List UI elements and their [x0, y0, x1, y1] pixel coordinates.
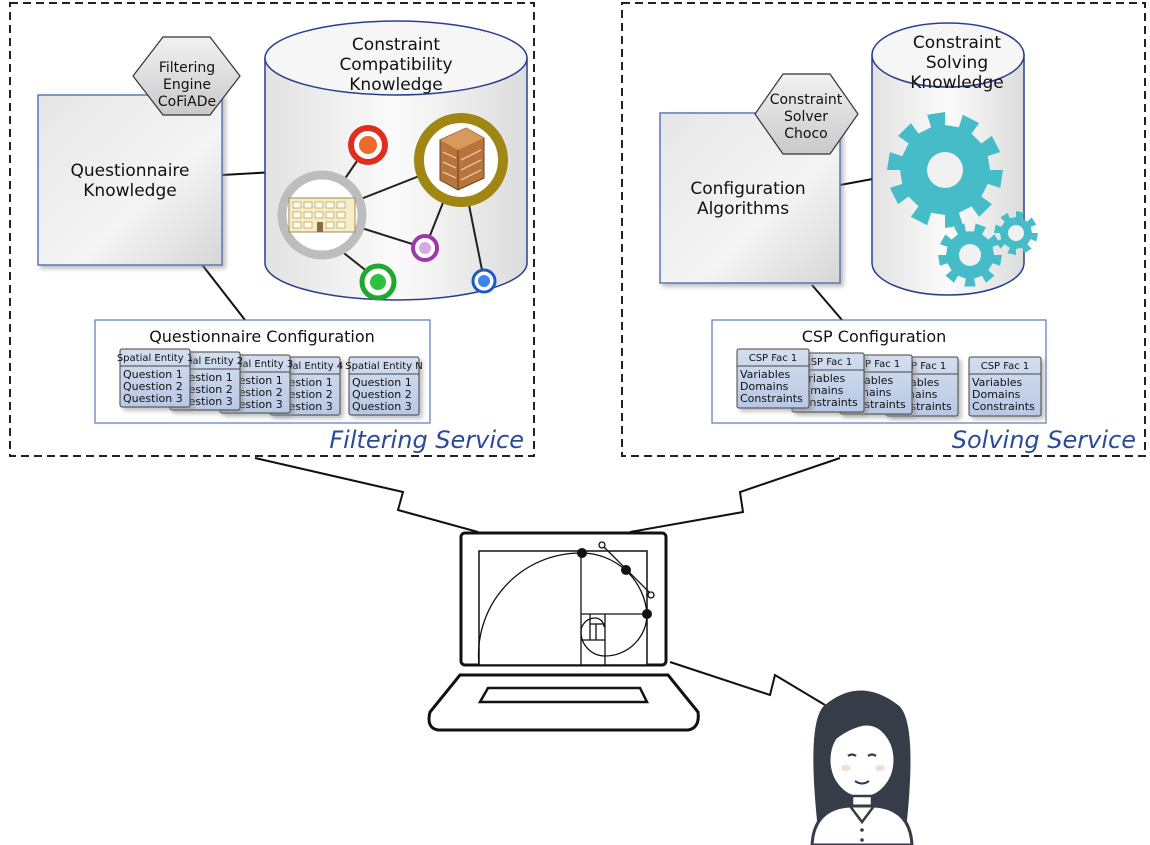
questionnaire-configuration-box: Questionnaire Configuration Spatial Enti… — [94, 319, 431, 424]
bezier-point — [621, 565, 631, 575]
questionnaire-knowledge-line-2: Knowledge — [83, 181, 176, 201]
gears-icon — [887, 112, 1038, 287]
filtering-engine-line-1: Filtering — [159, 60, 215, 76]
building-node-icon — [277, 170, 367, 260]
card-title: Spatial Entity 2 — [167, 356, 243, 367]
connector-line — [811, 284, 843, 321]
solving-service-border — [621, 2, 1146, 457]
solving-db-line-1: Constraint — [913, 33, 1001, 53]
knowledge-graph — [277, 113, 508, 301]
card-line: Question 1 — [123, 368, 183, 381]
card-title: CSP Fac 1 — [749, 353, 798, 364]
filtering-engine-line-2: Engine — [163, 77, 211, 93]
solving-service-panel: Constraint Solving Knowledge Configurati… — [621, 2, 1146, 457]
card-line: Constraints — [972, 400, 1035, 413]
db-label-line-3: Knowledge — [349, 75, 442, 95]
solving-db-line-2: Solving — [926, 53, 988, 73]
configuration-algorithms-line-2: Algorithms — [697, 199, 789, 219]
card-title: Spatial Entity N — [345, 361, 422, 372]
filtering-service-border — [9, 2, 535, 457]
card-line: Question 3 — [352, 400, 412, 413]
user-avatar-icon — [810, 690, 914, 845]
filtering-engine-hexagon: Filtering Engine CoFiADe — [132, 36, 241, 116]
configuration-algorithms-line-1: Configuration — [690, 179, 805, 199]
csp-configuration-box: CSP Configuration CSP Fac 1VariablesDoma… — [711, 319, 1047, 424]
card-line: Question 2 — [352, 388, 412, 401]
bezier-point — [642, 609, 652, 619]
solving-service-label: Solving Service — [952, 426, 1136, 454]
card-title: Spatial Entity 3 — [217, 359, 293, 370]
card-title: Spatial Entity 4 — [267, 361, 343, 372]
db-label-line-1: Constraint — [352, 35, 440, 55]
card-line: Domains — [972, 388, 1021, 401]
card-title: CSP Fac 1 — [852, 359, 901, 370]
card-line: Domains — [740, 380, 789, 393]
solver-line-2: Solver — [784, 109, 828, 125]
laptop-icon — [427, 531, 700, 732]
solver-line-3: Choco — [784, 126, 827, 142]
laptop-screen — [478, 550, 648, 666]
bezier-handle — [598, 541, 606, 549]
connector-line — [199, 261, 246, 321]
card-title: CSP Fac 1 — [981, 361, 1030, 372]
filtering-link-zigzag — [254, 457, 479, 533]
card-line: Variables — [972, 376, 1023, 389]
constraint-compatibility-db: Constraint Compatibility Knowledge — [264, 20, 528, 301]
card-line: Constraints — [795, 396, 858, 409]
questionnaire-knowledge-line-1: Questionnaire — [70, 161, 189, 181]
card-title: CSP Fac 1 — [804, 357, 853, 368]
card-line: Variables — [740, 368, 791, 381]
card-line: Question 2 — [123, 380, 183, 393]
csp-configuration-title: CSP Configuration — [802, 327, 947, 346]
user-link-zigzag — [669, 661, 826, 706]
wall-node-icon — [414, 113, 508, 207]
bezier-handle — [647, 591, 655, 599]
questionnaire-configuration-title: Questionnaire Configuration — [149, 327, 375, 346]
csp-fac-cards: CSP Fac 1VariablesDomainsConstraintsCSP … — [736, 348, 1042, 417]
questionnaire-knowledge-box: Questionnaire Knowledge — [37, 94, 223, 266]
card-title: CSP Fac 1 — [898, 361, 947, 372]
filtering-service-panel: Constraint Compatibility Knowledge — [9, 2, 535, 457]
constraint-solver-hexagon: Constraint Solver Choco — [754, 73, 859, 155]
bezier-point — [577, 548, 587, 558]
laptop-trackpad — [477, 686, 650, 704]
solving-db-line-3: Knowledge — [910, 73, 1003, 93]
card-line: Question 3 — [123, 392, 183, 405]
solver-line-1: Constraint — [770, 92, 843, 108]
card-line: Constraints — [740, 392, 803, 405]
card-line: Question 1 — [352, 376, 412, 389]
solving-link-zigzag — [629, 457, 841, 533]
filtering-engine-line-3: CoFiADe — [158, 94, 216, 110]
filtering-service-label: Filtering Service — [329, 426, 524, 454]
constraint-solving-db: Constraint Solving Knowledge — [871, 22, 1038, 296]
card-title: Spatial Entity 1 — [117, 353, 193, 364]
db-label-line-2: Compatibility — [339, 55, 452, 75]
